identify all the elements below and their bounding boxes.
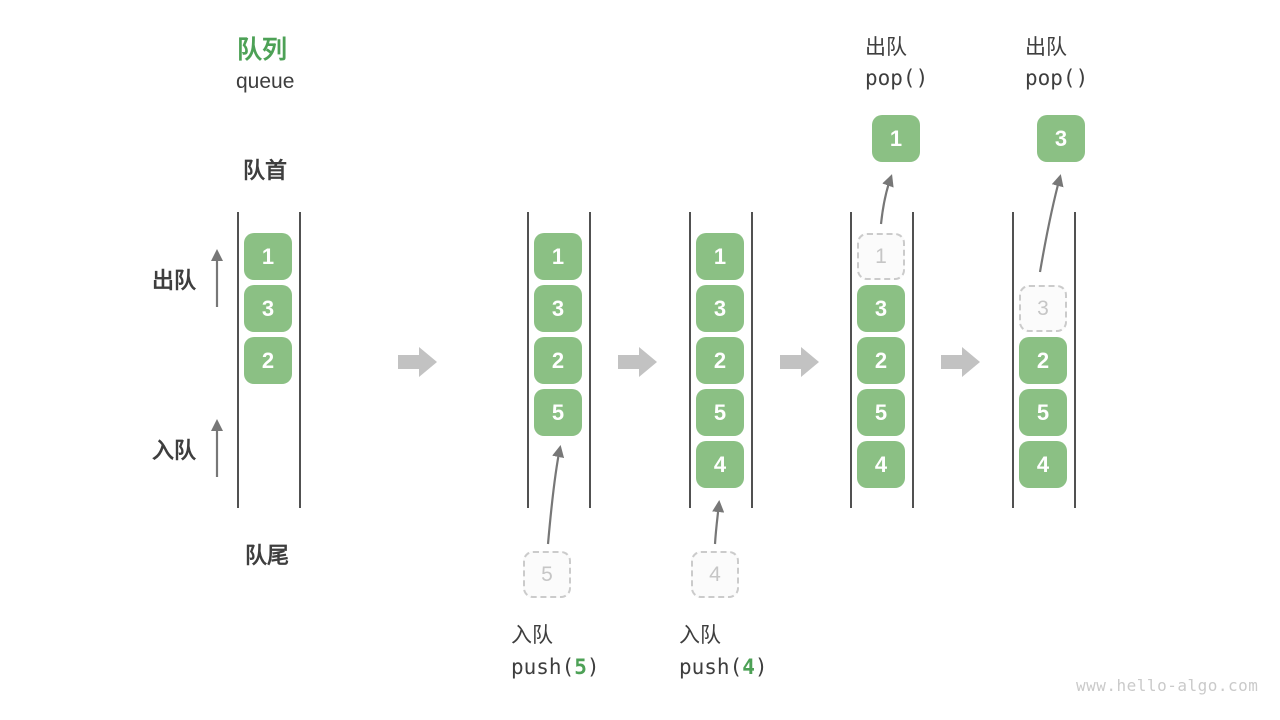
queue-rear-label: 队尾 bbox=[245, 543, 290, 568]
queue-item: 2 bbox=[857, 337, 905, 384]
pop-call: pop() bbox=[1025, 66, 1089, 90]
push-call: push(5) bbox=[511, 655, 600, 679]
pop-label-zh: 出队 bbox=[1025, 36, 1067, 59]
queue-item: 1 bbox=[696, 233, 744, 280]
queue-column-line bbox=[850, 212, 852, 508]
push-label-zh: 入队 bbox=[679, 624, 721, 647]
pop-label-zh: 出队 bbox=[865, 36, 907, 59]
queue-column-line bbox=[689, 212, 691, 508]
push-call: push(4) bbox=[679, 655, 768, 679]
queue-item: 2 bbox=[696, 337, 744, 384]
pop-call: pop() bbox=[865, 66, 929, 90]
queue-column-line bbox=[1074, 212, 1076, 508]
push-arg: 4 bbox=[742, 655, 755, 679]
queue-item-ghost: 1 bbox=[857, 233, 905, 280]
queue-item: 2 bbox=[1019, 337, 1067, 384]
push-label-zh: 入队 bbox=[511, 624, 553, 647]
step-arrow-icon bbox=[780, 347, 819, 377]
queue-item: 3 bbox=[244, 285, 292, 332]
queue-front-label: 队首 bbox=[243, 158, 288, 183]
queue-item: 5 bbox=[1019, 389, 1067, 436]
push-arg: 5 bbox=[574, 655, 587, 679]
incoming-item: 5 bbox=[523, 551, 571, 598]
diagram-subtitle: queue bbox=[236, 70, 295, 93]
queue-item: 1 bbox=[244, 233, 292, 280]
pop-1-arrow bbox=[879, 174, 894, 225]
enqueue-side-label: 入队 bbox=[152, 438, 197, 463]
queue-item: 3 bbox=[857, 285, 905, 332]
push-4-arrow bbox=[712, 499, 725, 545]
pop-3-arrow bbox=[1038, 174, 1064, 273]
step-arrow-icon bbox=[941, 347, 980, 377]
dequeue-side-label: 出队 bbox=[152, 268, 197, 293]
step-arrow-icon bbox=[398, 347, 437, 377]
queue-column-line bbox=[1012, 212, 1014, 508]
incoming-item: 4 bbox=[691, 551, 739, 598]
queue-item: 1 bbox=[534, 233, 582, 280]
queue-column-line bbox=[912, 212, 914, 508]
queue-item-ghost: 3 bbox=[1019, 285, 1067, 332]
diagram-title: 队列 bbox=[237, 36, 288, 64]
queue-item: 3 bbox=[696, 285, 744, 332]
queue-item: 2 bbox=[244, 337, 292, 384]
queue-item: 2 bbox=[534, 337, 582, 384]
queue-column-line bbox=[527, 212, 529, 508]
queue-item: 5 bbox=[696, 389, 744, 436]
queue-column-line bbox=[589, 212, 591, 508]
queue-item: 5 bbox=[534, 389, 582, 436]
push-5-arrow bbox=[546, 445, 565, 545]
watermark: www.hello-algo.com bbox=[1076, 676, 1259, 695]
queue-item: 4 bbox=[857, 441, 905, 488]
queue-item: 4 bbox=[696, 441, 744, 488]
queue-column-line bbox=[299, 212, 301, 508]
popped-item: 3 bbox=[1037, 115, 1085, 162]
queue-item: 5 bbox=[857, 389, 905, 436]
popped-item: 1 bbox=[872, 115, 920, 162]
queue-item: 3 bbox=[534, 285, 582, 332]
queue-column-line bbox=[237, 212, 239, 508]
queue-column-line bbox=[751, 212, 753, 508]
queue-item: 4 bbox=[1019, 441, 1067, 488]
step-arrow-icon bbox=[618, 347, 657, 377]
